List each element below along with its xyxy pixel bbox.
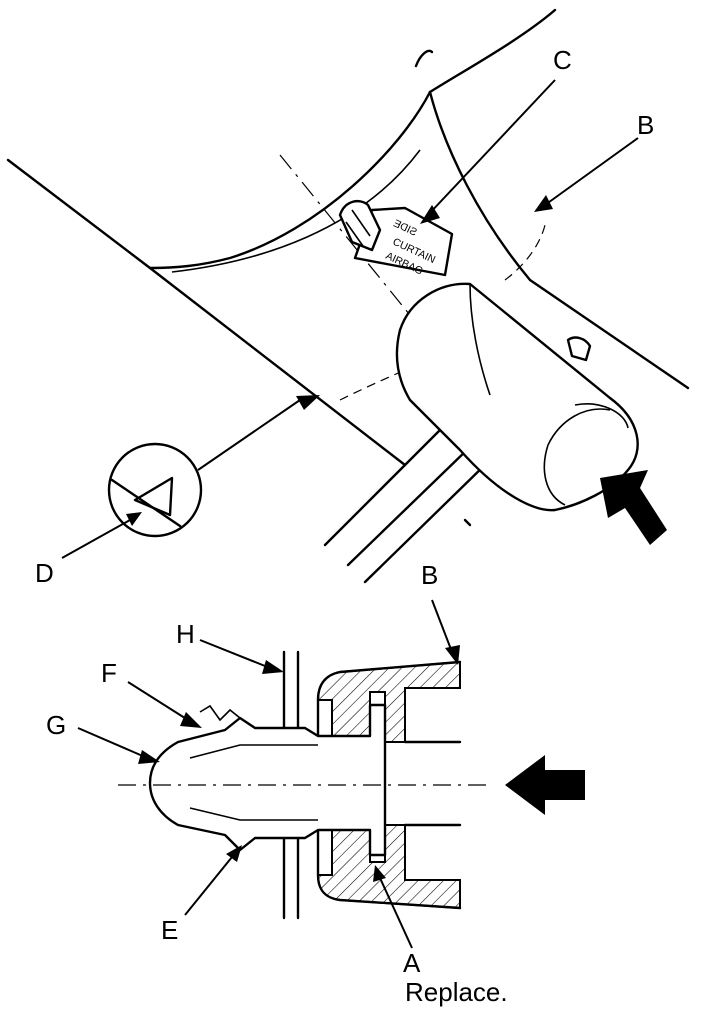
- upper-view: SIDE CURTAIN AIRBAG: [6, 8, 690, 584]
- callout-h: H: [176, 619, 195, 649]
- callout-c: C: [553, 45, 572, 75]
- callout-f: F: [101, 658, 117, 688]
- leader-c: [427, 79, 556, 216]
- leader-g: [77, 727, 146, 758]
- removal-tool: [395, 282, 639, 512]
- callout-g: G: [46, 710, 66, 740]
- connector-clip: SIDE CURTAIN AIRBAG: [338, 199, 454, 277]
- leader-h: [199, 639, 271, 669]
- callout-a-note: Replace.: [405, 977, 508, 1007]
- panel-wall: [282, 650, 300, 920]
- detail-symbol: [107, 395, 320, 538]
- callout-d: D: [35, 558, 54, 588]
- hidden-edge-2: [504, 224, 546, 281]
- cap-body: [316, 660, 462, 910]
- leader-e: [184, 856, 233, 916]
- lower-section-view: [77, 599, 585, 949]
- callout-b-top: B: [637, 110, 654, 140]
- push-arrow-lower: [505, 755, 585, 815]
- leader-b-top: [544, 137, 639, 206]
- leader-b-bottom: [431, 599, 453, 653]
- push-arrow-upper: [600, 470, 667, 545]
- leader-a: [379, 877, 413, 949]
- callout-b-bottom: B: [421, 560, 438, 590]
- callout-e: E: [161, 915, 178, 945]
- leader-f: [127, 681, 189, 721]
- leader-d: [61, 519, 131, 559]
- callout-a: A: [403, 948, 421, 978]
- clip-section: [148, 703, 387, 857]
- trim-panel: [6, 8, 690, 527]
